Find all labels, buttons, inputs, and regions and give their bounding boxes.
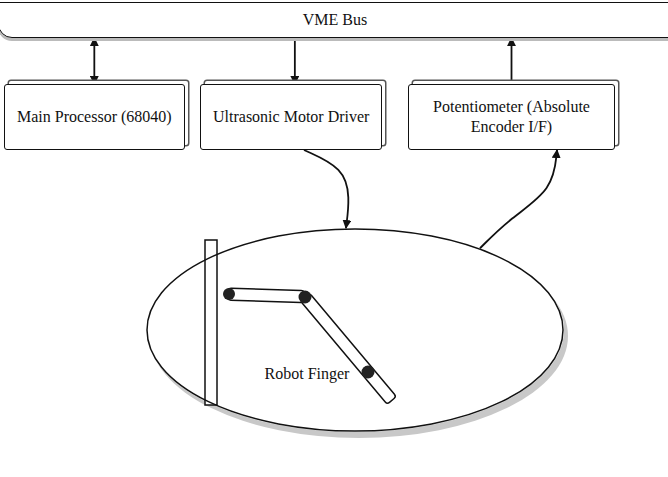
signal-arrow — [480, 150, 557, 248]
node-label: Potentiometer (Absolute Encoder I/F) — [409, 97, 614, 137]
ellipse-outline — [147, 229, 563, 431]
signal-arrow — [511, 38, 513, 84]
processor-box: Main Processor (68040) — [4, 84, 185, 150]
node-label: Ultrasonic Motor Driver — [207, 107, 375, 127]
base-plate — [205, 240, 217, 405]
distal-link — [300, 293, 396, 404]
joint — [362, 366, 375, 379]
node-label: Robot Finger — [259, 364, 356, 384]
ellipse-outline — [146, 228, 564, 432]
signal-arrow — [93, 38, 95, 84]
finger-ellipse: Robot Finger — [146, 228, 564, 432]
joint — [299, 291, 312, 304]
signal-arrow — [304, 150, 348, 228]
encoder-box: Potentiometer (Absolute Encoder I/F) — [408, 84, 615, 150]
node-label: Main Processor (68040) — [11, 107, 178, 127]
signal-arrow — [294, 38, 296, 84]
bus-band: VME Bus — [0, 2, 668, 38]
proximal-link — [226, 288, 306, 303]
ellipse-ground — [146, 228, 564, 432]
node-label: VME Bus — [297, 10, 373, 30]
driver-box: Ultrasonic Motor Driver — [200, 84, 382, 150]
joint — [223, 288, 235, 300]
